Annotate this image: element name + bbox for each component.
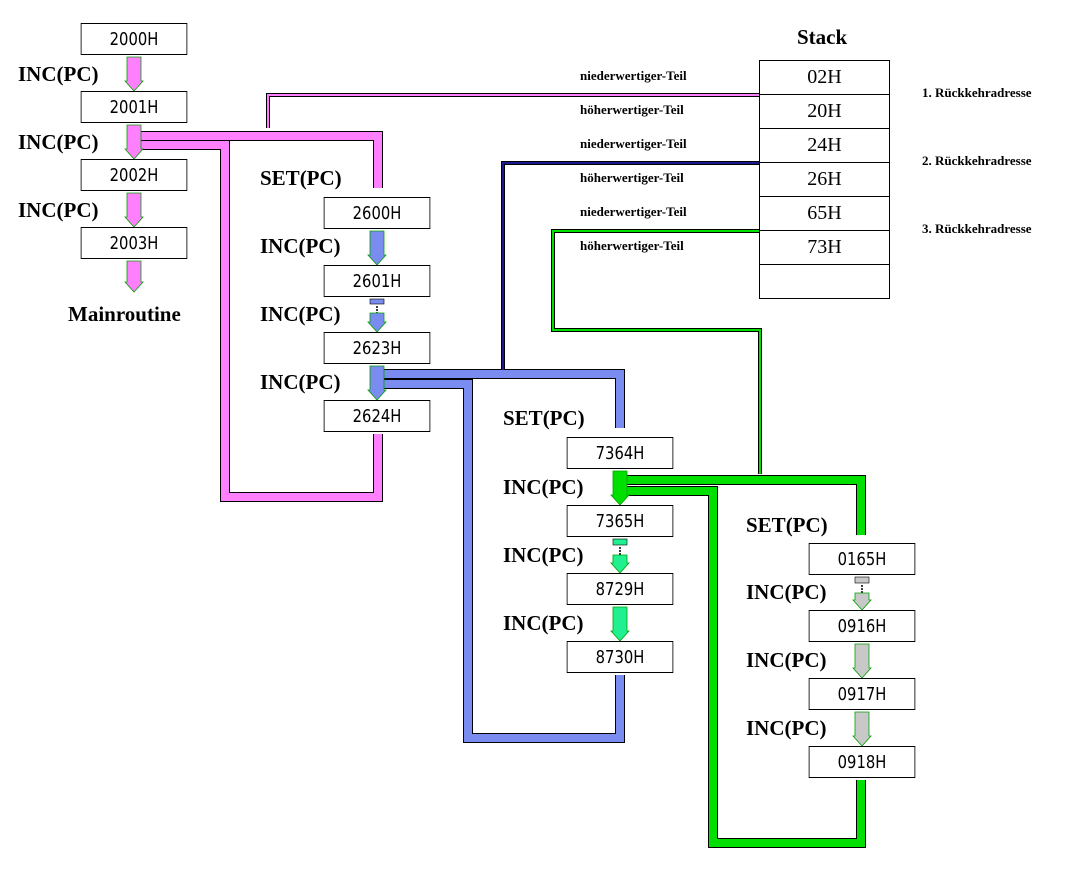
sub1-arrow-1 [367, 230, 387, 266]
sub2-set-label: SET(PC) [503, 406, 585, 430]
blue-stack-line [502, 162, 759, 370]
sub2-addr-7364: 7364H [566, 437, 674, 469]
stack-part-label: höherwertiger-Teil [580, 170, 684, 185]
main-arrow-4 [124, 260, 144, 293]
sub1-stub-1 [369, 298, 385, 305]
green-call-band [620, 476, 865, 535]
main-arrow-2 [124, 124, 144, 160]
sub2-stub-1-dot [619, 553, 621, 555]
main-addr-2001: 2001H [80, 91, 188, 123]
stack-part-label: höherwertiger-Teil [580, 102, 684, 117]
sub3-addr-0918: 0918H [808, 746, 916, 778]
sub3-stub-1-dot [861, 591, 863, 593]
stack-part-label: niederwertiger-Teil [580, 136, 687, 151]
sub1-inc-label-1: INC(PC) [260, 234, 341, 258]
return-address-label: 2. Rückkehradresse [922, 153, 1032, 168]
sub1-inc-label-2: INC(PC) [260, 302, 341, 326]
stack-part-label: niederwertiger-Teil [580, 68, 687, 83]
stack-cell: 20H [759, 94, 890, 129]
main-arrow-3 [124, 192, 144, 228]
sub2-inc-label-2: INC(PC) [503, 543, 584, 567]
sub3-stub-1-dot [861, 588, 863, 590]
main-inc-label-3: INC(PC) [18, 198, 99, 222]
sub2-arrow-3 [610, 606, 630, 642]
stack-cell: 73H [759, 230, 890, 265]
sub2-inc-label-1: INC(PC) [503, 475, 584, 499]
blue-call-band [378, 370, 624, 428]
sub3-addr-0917: 0917H [808, 678, 916, 710]
return-address-label: 1. Rückkehradresse [922, 85, 1032, 100]
sub3-arrow-1 [852, 592, 872, 611]
sub3-inc-label-3: INC(PC) [746, 716, 827, 740]
green-return-band [626, 487, 865, 847]
sub2-addr-8730: 8730H [566, 641, 674, 673]
main-inc-label-1: INC(PC) [18, 62, 99, 86]
sub3-arrow-3 [852, 711, 872, 747]
stack-cell [759, 264, 890, 299]
stack-cell: 02H [759, 60, 890, 95]
main-addr-2000: 2000H [80, 23, 188, 55]
sub1-inc-label-3: INC(PC) [260, 370, 341, 394]
green-stack-line [552, 230, 761, 474]
sub1-addr-2601: 2601H [323, 265, 431, 297]
stack-cell: 26H [759, 162, 890, 197]
sub2-addr-8729: 8729H [566, 573, 674, 605]
stack-title: Stack [797, 25, 848, 49]
sub3-set-label: SET(PC) [746, 513, 828, 537]
sub1-addr-2623: 2623H [323, 332, 431, 364]
pink-return-band [140, 141, 382, 501]
sub2-stub-1 [612, 538, 628, 546]
sub1-addr-2600: 2600H [323, 197, 431, 229]
sub1-stub-1-dot [376, 309, 378, 311]
mainroutine-label: Mainroutine [68, 302, 181, 326]
main-addr-2002: 2002H [80, 159, 188, 191]
sub2-arrow-2 [610, 554, 630, 574]
sub3-arrow-2 [852, 643, 872, 679]
sub3-stub-1 [854, 576, 870, 584]
stack-part-label: niederwertiger-Teil [580, 204, 687, 219]
sub2-stub-1-dot [619, 550, 621, 552]
sub1-stub-1-dot [376, 306, 378, 308]
sub3-inc-label-2: INC(PC) [746, 648, 827, 672]
main-inc-label-2: INC(PC) [18, 130, 99, 154]
return-address-label: 3. Rückkehradresse [922, 221, 1032, 236]
pink-stack-line [267, 94, 759, 128]
sub3-stub-1-dot [861, 585, 863, 587]
blue-return-band [384, 380, 624, 742]
main-addr-2003: 2003H [80, 227, 188, 259]
sub2-addr-7365: 7365H [566, 505, 674, 537]
sub1-addr-2624: 2624H [323, 400, 431, 432]
pink-stack-line-outline [266, 93, 759, 128]
blue-stack-line-outline [501, 161, 759, 370]
stack-cell: 24H [759, 128, 890, 163]
sub1-arrow-2 [367, 312, 387, 333]
sub2-arrow-1 [610, 470, 630, 506]
main-arrow-1 [124, 56, 144, 92]
sub1-set-label: SET(PC) [260, 166, 342, 190]
sub2-stub-1-dot [619, 547, 621, 549]
sub2-inc-label-3: INC(PC) [503, 611, 584, 635]
stack-table: 02H 20H 24H 26H 65H 73H [759, 60, 890, 299]
sub3-addr-0916: 0916H [808, 610, 916, 642]
stack-part-label: höherwertiger-Teil [580, 238, 684, 253]
sub3-inc-label-1: INC(PC) [746, 580, 827, 604]
pink-call-band [134, 132, 382, 188]
stack-cell: 65H [759, 196, 890, 231]
sub3-addr-0165: 0165H [808, 543, 916, 575]
sub1-arrow-3 [367, 365, 387, 401]
